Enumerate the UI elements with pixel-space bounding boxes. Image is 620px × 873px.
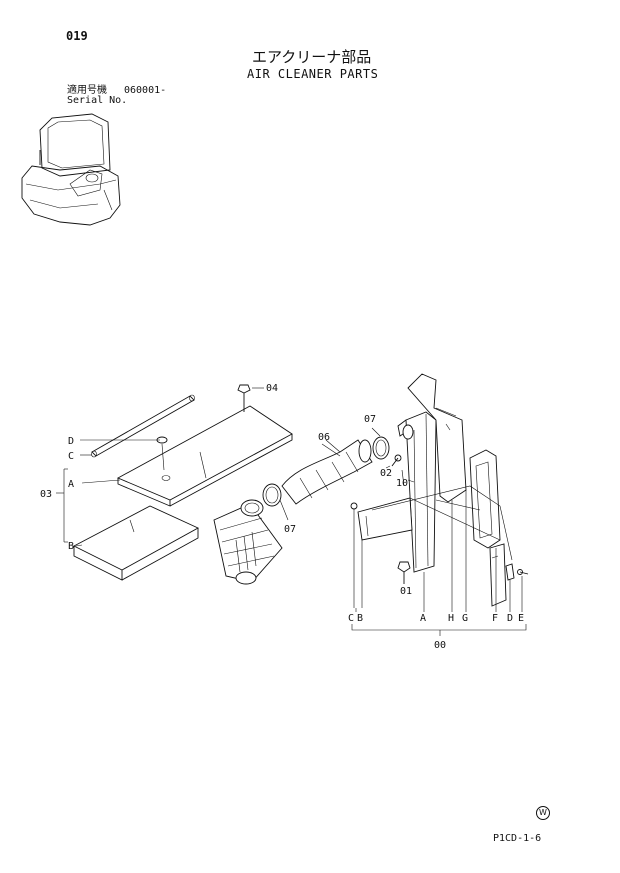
machine-thumbnail: [21, 113, 121, 226]
hose-clamp-lower: [262, 483, 289, 521]
foam-pad: [73, 505, 199, 581]
serial-number-range: 060001-: [124, 85, 167, 96]
page-number: 019: [66, 29, 88, 43]
left-letter-c: C: [68, 451, 74, 462]
callout-07-upper: 07: [364, 414, 376, 425]
side-panel: [407, 373, 467, 503]
seal-strip: [91, 394, 195, 458]
mounting-bracket: [350, 497, 413, 608]
page-title-japanese: エアクリーナ部品: [252, 48, 372, 66]
leader-lines: [56, 439, 527, 636]
bolt-01: [397, 561, 411, 584]
callout-02: 02: [380, 468, 392, 479]
serial-label-japanese: 適用号機: [67, 85, 107, 96]
bottom-letter-h: H: [448, 613, 454, 624]
document-code: P1CD-1-6: [493, 833, 542, 844]
w-mark-icon: W: [536, 806, 550, 820]
air-duct: [397, 411, 437, 573]
hose-clamp-upper: [371, 427, 390, 460]
cover-plate: [116, 405, 293, 507]
callout-03: 03: [40, 489, 52, 500]
screw-02: [385, 454, 402, 469]
page-title: AIR CLEANER PARTS: [247, 67, 379, 81]
callout-07-lower: 07: [284, 524, 296, 535]
bottom-letter-c: C: [348, 613, 354, 624]
left-letter-a: A: [68, 479, 74, 490]
bolt-04: [237, 384, 264, 412]
air-cleaner: [213, 499, 283, 585]
callout-01: 01: [400, 586, 412, 597]
callout-04: 04: [266, 383, 278, 394]
duct-frame: [469, 449, 507, 607]
bottom-letter-b: B: [357, 613, 363, 624]
small-fastener: [505, 563, 529, 581]
callout-00: 00: [434, 640, 446, 651]
bottom-letter-g: G: [462, 613, 468, 624]
bottom-letter-a: A: [420, 613, 426, 624]
assembly-lines: [371, 485, 513, 561]
left-letter-d: D: [68, 436, 74, 447]
callout-10: 10: [396, 478, 408, 489]
serial-label: Serial No.: [67, 95, 128, 106]
bottom-letter-f: F: [492, 613, 498, 624]
intake-hose: [281, 439, 373, 505]
bottom-letter-d: D: [507, 613, 513, 624]
callout-06: 06: [318, 432, 330, 443]
left-letter-b: B: [68, 541, 74, 552]
bottom-letter-e: E: [518, 613, 524, 624]
